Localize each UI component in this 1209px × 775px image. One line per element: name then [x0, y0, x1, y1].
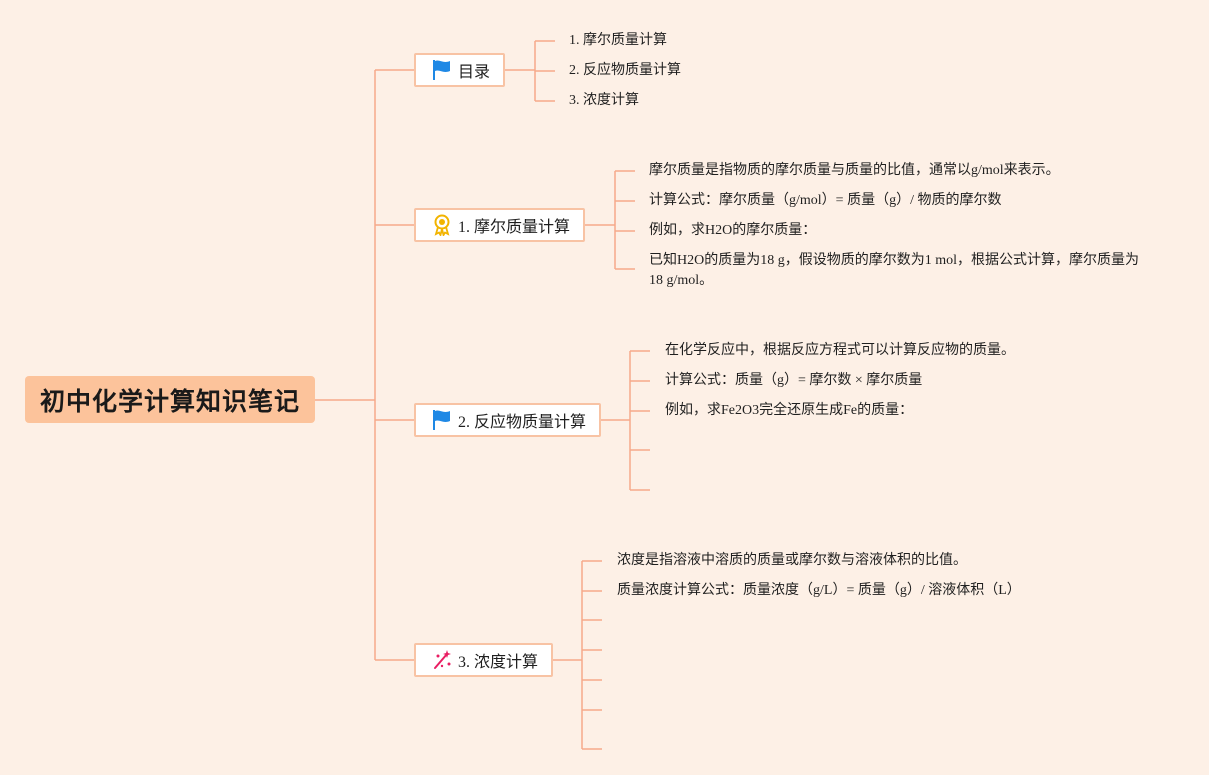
reactant-mass-item-3[interactable]: 例如，求Fe2O3完全还原生成Fe的质量：	[665, 403, 914, 418]
molar-mass-item-2[interactable]: 计算公式：摩尔质量（g/mol）= 质量（g）/ 物质的摩尔数	[649, 193, 1002, 208]
branch-toc-label: 目录	[458, 64, 491, 81]
branch-reactant-mass[interactable]: 2. 反应物质量计算	[414, 403, 601, 437]
concentration-item-2[interactable]: 质量浓度计算公式：质量浓度（g/L）= 质量（g）/ 溶液体积（L）	[617, 583, 1021, 598]
reactant-mass-item-1[interactable]: 在化学反应中，根据反应方程式可以计算反应物的质量。	[665, 343, 1015, 358]
root-title: 初中化学计算知识笔记	[39, 386, 300, 416]
toc-item-3[interactable]: 3. 浓度计算	[569, 93, 639, 108]
branch-concentration-label: 3. 浓度计算	[458, 654, 539, 671]
flag-icon	[432, 409, 452, 431]
molar-mass-item-1[interactable]: 摩尔质量是指物质的摩尔质量与质量的比值，通常以g/mol来表示。	[649, 163, 1060, 178]
molar-mass-item-3[interactable]: 例如，求H2O的摩尔质量：	[649, 223, 817, 238]
branch-molar-mass-label: 1. 摩尔质量计算	[458, 219, 571, 236]
toc-item-1[interactable]: 1. 摩尔质量计算	[569, 33, 667, 48]
award-ribbon-icon	[432, 214, 452, 236]
branch-reactant-mass-label: 2. 反应物质量计算	[458, 414, 587, 431]
reactant-mass-item-2[interactable]: 计算公式：质量（g）= 摩尔数 × 摩尔质量	[665, 373, 923, 388]
root-node[interactable]: 初中化学计算知识笔记	[25, 376, 315, 423]
concentration-item-1[interactable]: 浓度是指溶液中溶质的质量或摩尔数与溶液体积的比值。	[617, 553, 967, 568]
branch-molar-mass[interactable]: 1. 摩尔质量计算	[414, 208, 585, 242]
branch-concentration[interactable]: 3. 浓度计算	[414, 643, 553, 677]
flag-icon	[432, 59, 452, 81]
branch-toc[interactable]: 目录	[414, 53, 505, 87]
toc-item-2[interactable]: 2. 反应物质量计算	[569, 63, 681, 78]
molar-mass-item-4[interactable]: 已知H2O的质量为18 g，假设物质的摩尔数为1 mol，根据公式计算，摩尔质量…	[649, 253, 1139, 288]
sparkle-icon	[432, 649, 452, 671]
